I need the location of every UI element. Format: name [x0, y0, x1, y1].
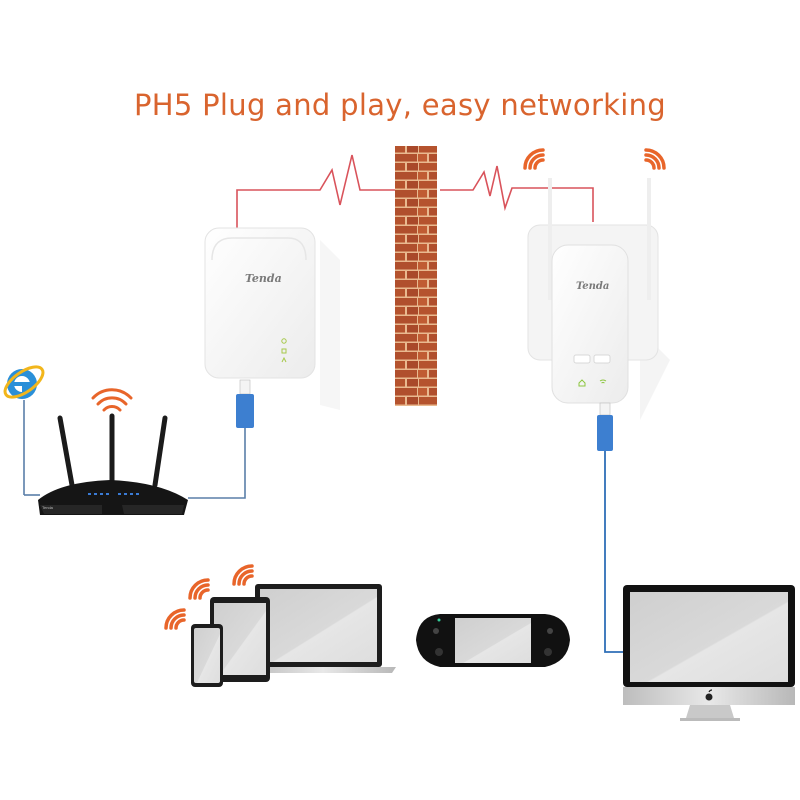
powerline-adapter-left: Tenda: [204, 227, 340, 410]
brick-wall: [395, 146, 437, 406]
smartphone: [191, 624, 223, 687]
ethernet-cable-desktop: [604, 451, 625, 653]
ethernet-connector-right: [597, 402, 613, 451]
wifi-signal-icon: [164, 608, 186, 630]
wifi-signal-icon: [232, 564, 254, 586]
powerline-wire-left: [236, 154, 395, 240]
brand-logo: Tenda: [42, 505, 54, 510]
ethernet-cable-router: [188, 428, 246, 499]
wifi-signal-icon: [91, 388, 133, 412]
wireless-router: Tenda: [38, 388, 188, 515]
internet-explorer-icon: [3, 365, 45, 496]
brand-logo: Tenda: [245, 272, 282, 285]
apple-logo-icon: [705, 689, 713, 701]
ethernet-led-icon: [281, 356, 287, 363]
desktop-computer: [623, 585, 795, 721]
powerline-wire-right: [440, 165, 594, 222]
wifi-signal-icon: [523, 148, 545, 170]
laptop: [250, 584, 396, 673]
wifi-button: [593, 354, 611, 364]
ethernet-connector-left: [236, 379, 254, 428]
wifi-signal-icon: [188, 578, 210, 600]
wifi-signal-icon: [644, 148, 666, 170]
powerline-adapter-right: Tenda: [523, 148, 670, 420]
page-title: PH5 Plug and play, easy networking: [133, 88, 667, 122]
plc-led-icon: [281, 348, 287, 354]
tablet: [210, 597, 270, 682]
pair-button: [573, 354, 591, 364]
handheld-game-console: [416, 614, 570, 667]
home-led-icon: [578, 379, 586, 387]
wifi-led-icon: [599, 379, 607, 384]
brand-logo: Tenda: [576, 281, 609, 292]
power-led-icon: [281, 338, 287, 344]
